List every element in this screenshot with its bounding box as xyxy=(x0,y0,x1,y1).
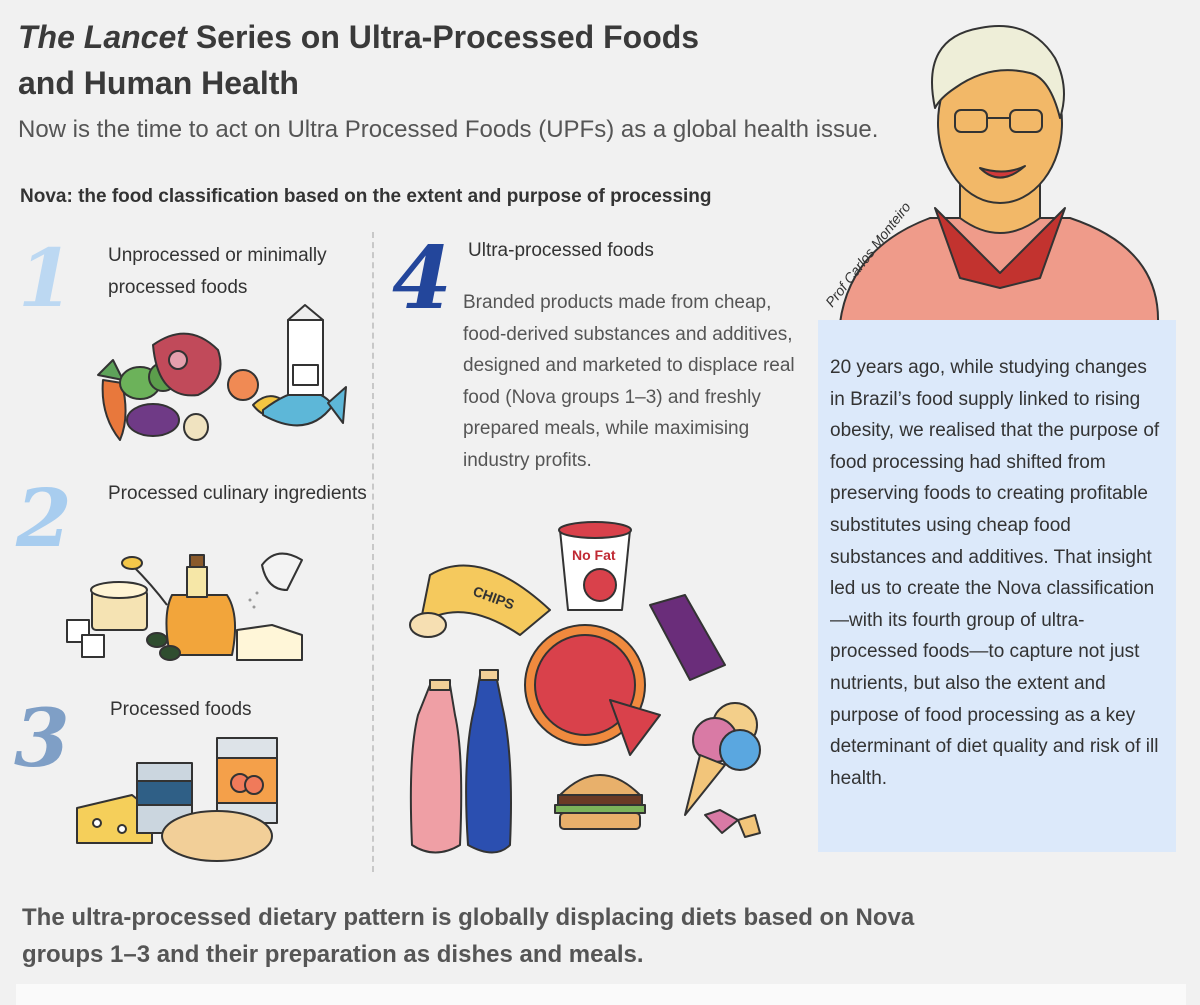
column-divider xyxy=(372,232,374,872)
group-4-description: Branded products made from cheap, food-d… xyxy=(463,292,795,471)
group-3-number: 3 xyxy=(14,691,70,785)
footer-statement: The ultra-processed dietary pattern is g… xyxy=(22,904,915,968)
page-subtitle: Now is the time to act on Ultra Processe… xyxy=(18,116,879,143)
page-title: The Lancet Series on Ultra-Processed Foo… xyxy=(18,14,738,106)
series-title: Series on Ultra-Processed Foods and Huma… xyxy=(18,19,700,101)
group-4-number: 4 xyxy=(392,228,452,329)
fresh-foods-illustration xyxy=(97,304,347,441)
journal-name: The Lancet xyxy=(18,19,187,55)
group-2-label: Processed culinary ingredients xyxy=(108,483,367,504)
group-4-label: Ultra-processed foods xyxy=(468,240,654,261)
processed-foods-illustration xyxy=(76,737,278,862)
yogurt-label: No Fat xyxy=(572,547,616,563)
ultra-processed-foods-illustration: CHIPS No Fat xyxy=(409,521,761,854)
portrait-illustration xyxy=(839,25,1160,324)
group-1-number: 1 xyxy=(18,231,74,325)
group-1-label: Unprocessed or minimally processed foods xyxy=(108,245,327,298)
group-3-label: Processed foods xyxy=(110,699,252,720)
group-2-number: 2 xyxy=(16,471,72,565)
bottom-strip xyxy=(16,984,1186,1005)
culinary-ingredients-illustration xyxy=(66,552,303,661)
quote-box: 20 years ago, while studying changes in … xyxy=(818,320,1176,852)
nova-heading: Nova: the food classification based on t… xyxy=(20,186,712,207)
